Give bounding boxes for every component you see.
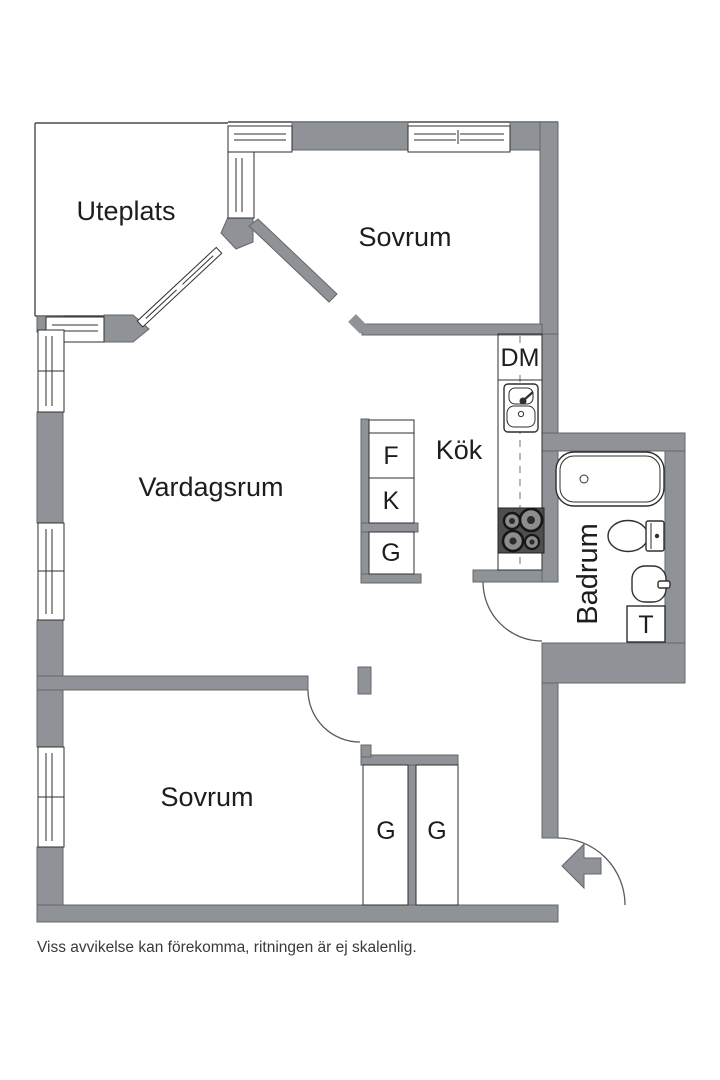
label-layer: Uteplats Sovrum Vardagsrum Kök Sovrum Ba… — [37, 196, 654, 956]
disclaimer-text: Viss avvikelse kan förekomma, ritningen … — [37, 939, 417, 956]
label-uteplats: Uteplats — [76, 196, 175, 226]
wall-bathroom-right — [664, 450, 686, 644]
wall-left-seg2 — [36, 411, 64, 524]
wall-bedroom-diagonal — [248, 218, 338, 303]
wall-bedroom2-door-jamb — [357, 666, 372, 695]
wall-cabinet-bottom — [360, 573, 422, 584]
wall-bottom — [36, 904, 559, 923]
wall-cabinet-strip — [360, 418, 370, 583]
wall-left-seg4 — [36, 846, 64, 906]
label-kok: Kök — [436, 435, 483, 465]
cabinet-column — [368, 419, 415, 575]
label-vardagsrum: Vardagsrum — [138, 472, 283, 502]
wardrobe-1-box — [362, 764, 409, 906]
wall-wardrobe-divider — [407, 764, 417, 906]
label-t: T — [638, 611, 653, 639]
bathroom-sink — [631, 565, 671, 603]
entry-arrow-icon — [561, 842, 602, 890]
wall-bedroom-bottom — [361, 323, 543, 336]
kitchen-layer — [368, 333, 545, 575]
stove — [497, 507, 545, 554]
fridge-box — [368, 477, 415, 524]
wall-top-middle — [291, 121, 409, 151]
bathtub — [555, 451, 665, 507]
bathroom-layer — [555, 451, 671, 643]
livingroom-left-window — [37, 522, 65, 621]
wardrobe-kitchen-box — [368, 531, 415, 575]
label-k: K — [383, 487, 400, 515]
wall-bathroom-top — [541, 432, 686, 452]
livingroom-corner-window — [37, 316, 105, 413]
window-layer — [37, 125, 511, 848]
freezer-box — [368, 432, 415, 479]
wall-wardrobe-cap — [360, 754, 459, 766]
wall-hall-right — [541, 682, 559, 839]
label-g2: G — [427, 817, 446, 845]
kitchen-sink — [503, 383, 539, 433]
dishwasher-label-bg — [502, 344, 539, 370]
wall-cabinet-separator — [360, 522, 419, 533]
toilet — [607, 519, 665, 553]
bedroom2-left-window — [37, 746, 65, 848]
bedroom-corner-window — [227, 125, 293, 219]
entry-door-arc — [557, 837, 626, 906]
door-layer — [307, 581, 626, 906]
label-sovrum-bottom: Sovrum — [160, 782, 253, 812]
wardrobe-layer — [362, 764, 459, 906]
bedroom-top-window — [407, 125, 511, 153]
patio-sliding-door — [136, 246, 223, 328]
wall-bedroom2-top — [36, 675, 309, 691]
bedroom2-door-arc — [307, 689, 361, 743]
dryer-box — [626, 605, 666, 643]
wardrobe-2-box — [415, 764, 459, 906]
wall-bathroom-bottom — [541, 642, 686, 684]
dishwasher-box — [497, 333, 543, 381]
wall-bedroom-bottom-hook — [348, 314, 368, 334]
door-jamb-pentagon-upper — [220, 216, 254, 250]
wall-layer — [36, 121, 686, 923]
wall-wardrobe-step — [360, 744, 372, 758]
label-g1: G — [376, 817, 395, 845]
label-f: F — [383, 442, 398, 470]
wall-kitchen-bottom-stub — [472, 569, 543, 583]
label-g-kitchen: G — [381, 539, 400, 567]
wall-right-bedroom — [539, 121, 559, 335]
label-sovrum-top: Sovrum — [358, 222, 451, 252]
label-dm: DM — [501, 344, 540, 372]
bathroom-door-arc — [482, 581, 543, 642]
label-badrum: Badrum — [572, 523, 604, 625]
